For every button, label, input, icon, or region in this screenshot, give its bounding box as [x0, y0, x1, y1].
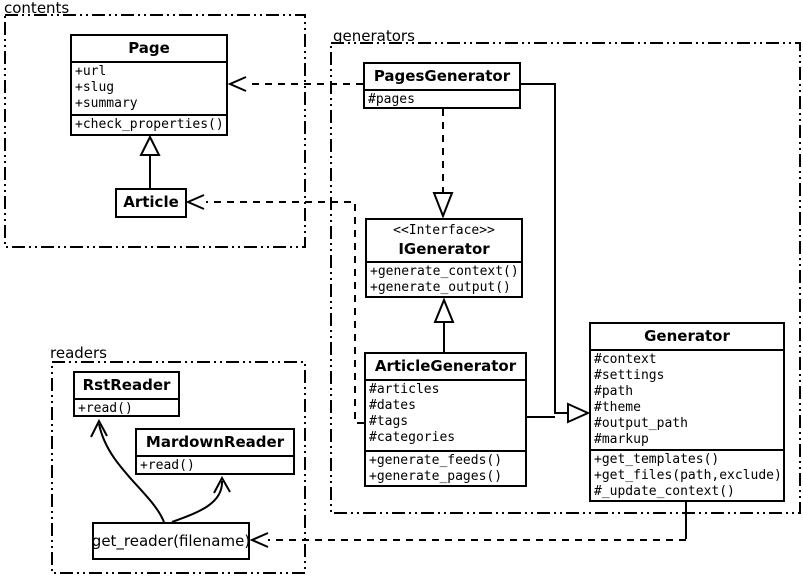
class-rstreader-methods: +read(): [78, 401, 133, 416]
class-generator-methods: +get_templates() +get_files(path,exclude…: [591, 449, 783, 500]
class-igenerator-stereotype: <<Interface>>: [393, 223, 495, 238]
class-article-name: Article: [123, 193, 179, 211]
class-page: Page +url +slug +summary +check_properti…: [70, 34, 228, 136]
class-page-attributes: +url +slug +summary: [75, 64, 138, 111]
class-pagesgenerator-attributes: #pages: [368, 92, 415, 107]
generalization-article-page: [139, 134, 161, 188]
class-igenerator-methods: +generate_context() +generate_output(): [370, 264, 519, 295]
generalization-articlegenerator-igenerator: [433, 297, 455, 352]
class-generator: Generator #context #settings #path #them…: [589, 322, 785, 502]
class-articlegenerator-name: ArticleGenerator: [366, 354, 525, 381]
class-pagesgenerator: PagesGenerator #pages: [363, 62, 521, 109]
class-mardownreader: MardownReader +read(): [135, 428, 295, 475]
class-pagesgenerator-name: PagesGenerator: [365, 64, 519, 91]
class-rstreader-name: RstReader: [75, 373, 178, 400]
package-label-generators: generators: [333, 27, 415, 45]
class-page-methods: +check_properties(): [72, 114, 226, 134]
class-mardownreader-name: MardownReader: [137, 430, 293, 457]
dependency-generator-getreader: [249, 502, 687, 548]
package-label-readers: readers: [50, 344, 107, 362]
function-get-reader: get_reader(filename): [92, 522, 250, 560]
dependency-articlegenerator-article: [185, 194, 364, 424]
realization-pagesgenerator-igenerator: [432, 109, 454, 219]
generalization-generators-generator: [521, 83, 591, 424]
class-mardownreader-methods: +read(): [140, 458, 195, 473]
class-generator-name: Generator: [591, 324, 783, 351]
package-readers-border: [51, 361, 306, 574]
package-generators-border: [330, 42, 801, 514]
class-igenerator: <<Interface>> IGenerator +generate_conte…: [365, 218, 523, 298]
package-label-contents: contents: [4, 0, 70, 17]
class-page-name: Page: [72, 36, 226, 63]
class-article: Article: [115, 188, 187, 218]
package-contents-border: [4, 14, 306, 248]
association-getreader-rstreader: [90, 418, 165, 523]
class-articlegenerator: ArticleGenerator #articles #dates #tags …: [364, 352, 527, 487]
dependency-pagesgenerator-page: [227, 76, 363, 92]
class-igenerator-name: IGenerator: [398, 240, 490, 258]
class-generator-attributes: #context #settings #path #theme #output_…: [594, 352, 688, 447]
class-rstreader: RstReader +read(): [73, 371, 180, 417]
function-get-reader-label: get_reader(filename): [92, 532, 250, 550]
class-articlegenerator-methods: +generate_feeds() +generate_pages(): [366, 450, 525, 485]
class-articlegenerator-attributes: #articles #dates #tags #categories: [369, 382, 456, 445]
association-getreader-mardownreader: [171, 475, 231, 523]
